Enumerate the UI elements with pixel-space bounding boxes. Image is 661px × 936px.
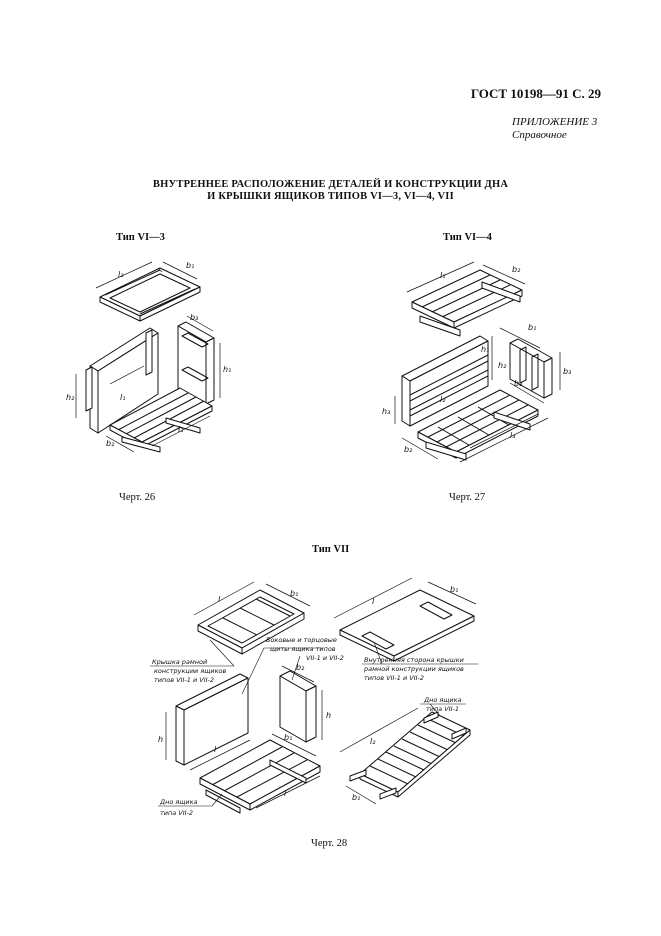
fig26-drawing: l₂ b₁ b₃ h₁ h₂ l₁ b₂ l₁ <box>66 261 231 452</box>
dim-l1b: l₁ <box>178 425 183 434</box>
dim-l2: l₂ <box>118 270 124 279</box>
dim-b2: b₂ <box>106 439 115 448</box>
dim-b1: b₁ <box>290 589 298 598</box>
fig28-side-panel <box>176 674 248 765</box>
fig27-caption: Черт. 27 <box>449 492 486 503</box>
fig26-end-panel <box>178 322 214 404</box>
fig28-bottom-vii1 <box>350 712 470 799</box>
dim-h1: h₁ <box>481 345 489 354</box>
note-side-panels-2: щиты ящика типов <box>270 645 336 653</box>
dim-h: h <box>158 735 163 744</box>
fig28-dim-labels: l b₁ l b₁ b₂ h l b₁ h l l₂ b₁ <box>158 585 458 802</box>
dim-h-panel: h <box>326 711 331 720</box>
fig28-end-panel <box>280 671 316 742</box>
note-bottom-vii1-2: типа VII-1 <box>426 705 459 713</box>
title-line-1: ВНУТРЕННЕЕ РАСПОЛОЖЕНИЕ ДЕТАЛЕЙ И КОНСТР… <box>152 179 509 190</box>
dim-l-bottom: l <box>284 789 287 798</box>
dim-b1: b₁ <box>528 323 536 332</box>
dim-l1: l₁ <box>440 271 445 280</box>
note-lid-frame-2: конструкции ящиков <box>154 667 227 675</box>
fig28-inner-lid <box>340 590 474 661</box>
fig28-dimensions <box>166 578 476 808</box>
dim-l2: l₂ <box>370 737 376 746</box>
note-bottom-vii1-1: Дно ящика <box>423 696 462 704</box>
note-bottom-vii2-1: Дно ящика <box>159 798 198 806</box>
fig26-label: Тип VI—3 <box>116 232 165 243</box>
appendix-title: ПРИЛОЖЕНИЕ 3 <box>512 116 598 128</box>
fig28-leaders <box>150 640 478 806</box>
dim-b1-bottom: b₁ <box>352 793 360 802</box>
fig28-notes: Крышка рамной конструкции ящиков типов V… <box>152 636 464 817</box>
dim-b3: b₃ <box>190 313 198 322</box>
fig28-drawing: l b₁ l b₁ b₂ h l b₁ h l l₂ b₁ Крышка рам… <box>150 578 478 817</box>
dim-l1: l₁ <box>120 393 125 402</box>
fig26-dimensions <box>76 262 220 452</box>
fig28-bottom-vii2 <box>200 740 320 813</box>
document-header: ГОСТ 10198—91 С. 29 <box>470 86 601 101</box>
fig28-caption: Черт. 28 <box>311 838 348 849</box>
dim-h1: h₁ <box>223 365 231 374</box>
fig27-end-panel <box>510 339 552 398</box>
note-inner-lid-3: типов VII-1 и VII-2 <box>364 674 424 682</box>
note-inner-lid-1: Внутренняя сторона крышки <box>364 656 464 664</box>
dim-b1-right: b₁ <box>450 585 458 594</box>
note-lid-frame-3: типов VII-1 и VII-2 <box>154 676 214 684</box>
dim-l-right: l <box>372 597 375 606</box>
dim-b2b: b₂ <box>404 445 413 454</box>
page-title: ВНУТРЕННЕЕ РАСПОЛОЖЕНИЕ ДЕТАЛЕЙ И КОНСТР… <box>0 179 661 203</box>
note-inner-lid-2: рамной конструкции ящиков <box>363 665 464 673</box>
fig27-dim-labels: l₁ b₂ b₁ h₁ h₂ h₃ b₃ b₃ l₂ l₃ b₂ <box>382 265 571 454</box>
fig27-dimensions <box>395 262 560 462</box>
fig28-lid-frame <box>198 590 304 654</box>
note-side-panels-3: VII-1 и VII-2 <box>306 654 344 662</box>
title-line-2: И КРЫШКИ ЯЩИКОВ ТИПОВ VI—3, VI—4, VII <box>207 191 454 202</box>
dim-b1-panel: b₁ <box>284 733 292 742</box>
fig26-dim-labels: l₂ b₁ b₃ h₁ h₂ l₁ b₂ l₁ <box>66 261 231 448</box>
dim-l3: l₃ <box>510 431 515 440</box>
fig27-lid <box>412 270 522 336</box>
fig27-side-panel <box>402 336 488 426</box>
note-bottom-vii2-2: типа VII-2 <box>160 809 193 817</box>
dim-b1: b₁ <box>186 261 194 270</box>
dim-h2: h₂ <box>498 361 507 370</box>
note-lid-frame-1: Крышка рамной <box>152 658 207 666</box>
dim-l2: l₂ <box>440 395 446 404</box>
fig27-label: Тип VI—4 <box>443 232 492 243</box>
dim-l: l <box>218 595 221 604</box>
fig26-lid-frame <box>100 268 200 321</box>
appendix-note: Справочное <box>512 129 567 141</box>
dim-b2: b₂ <box>512 265 521 274</box>
fig27-bottom <box>418 390 538 460</box>
note-side-panels-1: Боковые и торцовые <box>266 636 337 644</box>
dim-b3-end: b₃ <box>563 367 571 376</box>
fig28-label: Тип VII <box>312 544 350 555</box>
dim-b2: b₂ <box>296 663 305 672</box>
appendix-block: ПРИЛОЖЕНИЕ 3 Справочное <box>512 116 597 142</box>
dim-h3: h₃ <box>382 407 390 416</box>
fig27-drawing: l₁ b₂ b₁ h₁ h₂ h₃ b₃ b₃ l₂ l₃ b₂ <box>382 262 571 462</box>
dim-l-panel: l <box>214 745 217 754</box>
fig26-side-panel <box>86 328 158 433</box>
fig26-bottom <box>110 388 212 452</box>
fig26-caption: Черт. 26 <box>119 492 156 503</box>
dim-b3b: b₃ <box>514 379 522 388</box>
dim-h2: h₂ <box>66 393 75 402</box>
